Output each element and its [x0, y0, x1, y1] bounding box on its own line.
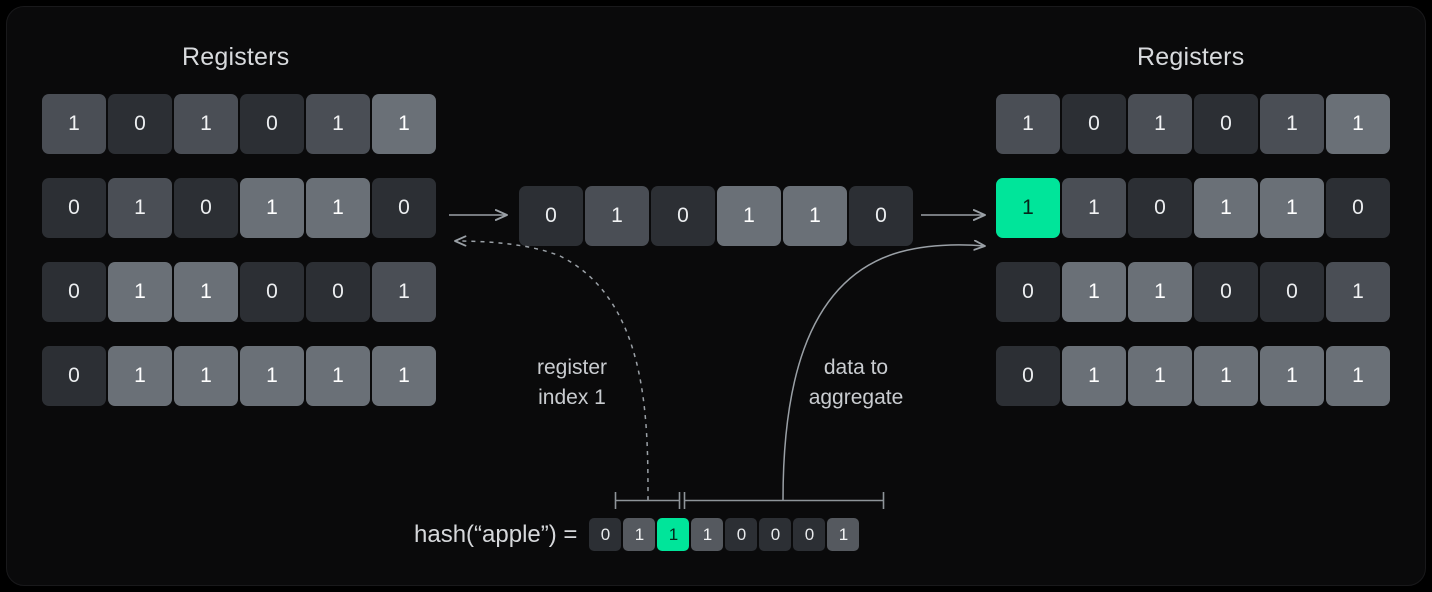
register-cell: 1 [42, 94, 106, 154]
selected-register-cell: 0 [519, 186, 583, 246]
register-cell: 1 [174, 346, 238, 406]
register-cell: 0 [1194, 94, 1258, 154]
register-cell: 0 [1194, 262, 1258, 322]
register-cell: 1 [372, 346, 436, 406]
hash-bit: 0 [793, 518, 826, 551]
register-cell: 1 [108, 178, 172, 238]
register-cell: 0 [1128, 178, 1192, 238]
register-cell: 0 [42, 346, 106, 406]
selected-register-cell: 0 [849, 186, 913, 246]
hash-bit: 0 [589, 518, 622, 551]
selected-register-cell: 1 [717, 186, 781, 246]
register-cell: 1 [306, 178, 370, 238]
register-cell: 1 [1128, 94, 1192, 154]
register-cell: 0 [174, 178, 238, 238]
register-cell: 1 [174, 94, 238, 154]
register-cell: 0 [306, 262, 370, 322]
register-cell: 1 [306, 94, 370, 154]
register-cell: 1 [1128, 346, 1192, 406]
register-cell: 1 [240, 178, 304, 238]
register-cell: 0 [108, 94, 172, 154]
register-cell: 1 [1194, 178, 1258, 238]
register-cell: 1 [1260, 346, 1324, 406]
register-cell: 1 [1062, 346, 1126, 406]
register-cell: 1 [1062, 262, 1126, 322]
register-cell: 0 [1326, 178, 1390, 238]
register-cell: 1 [108, 262, 172, 322]
data-to-aggregate-annotation: data to aggregate [808, 356, 904, 409]
hash-bit: 0 [759, 518, 792, 551]
register-cell: 1 [174, 262, 238, 322]
register-cell: 0 [42, 178, 106, 238]
register-cell: 1 [1326, 262, 1390, 322]
register-cell: 1 [108, 346, 172, 406]
register-cell: 1 [1326, 346, 1390, 406]
register-cell: 1 [1326, 94, 1390, 154]
register-cell: 1 [996, 94, 1060, 154]
hash-bit: 1 [623, 518, 656, 551]
register-cell: 1 [372, 94, 436, 154]
hash-bit: 1 [827, 518, 860, 551]
register-cell-highlighted: 1 [996, 178, 1060, 238]
register-cell: 0 [240, 94, 304, 154]
register-cell: 1 [240, 346, 304, 406]
register-cell: 1 [1260, 94, 1324, 154]
register-cell: 1 [306, 346, 370, 406]
hash-function-label: hash(“apple”) = [414, 520, 578, 548]
register-cell: 1 [1260, 178, 1324, 238]
right-registers-title: Registers [1137, 43, 1245, 71]
selected-register-cell: 1 [585, 186, 649, 246]
selected-register-cell: 0 [651, 186, 715, 246]
register-cell: 0 [372, 178, 436, 238]
register-cell: 1 [1128, 262, 1192, 322]
hash-bit: 0 [725, 518, 758, 551]
register-cell: 0 [1260, 262, 1324, 322]
register-cell: 1 [372, 262, 436, 322]
hash-bit-highlighted: 1 [657, 518, 690, 551]
register-cell: 1 [1062, 178, 1126, 238]
left-registers-title: Registers [182, 43, 290, 71]
hash-bit: 1 [691, 518, 724, 551]
selected-register-cell: 1 [783, 186, 847, 246]
register-cell: 0 [1062, 94, 1126, 154]
register-cell: 1 [1194, 346, 1258, 406]
register-cell: 0 [996, 346, 1060, 406]
register-cell: 0 [42, 262, 106, 322]
register-cell: 0 [240, 262, 304, 322]
register-cell: 0 [996, 262, 1060, 322]
register-index-annotation: register index 1 [536, 356, 608, 409]
